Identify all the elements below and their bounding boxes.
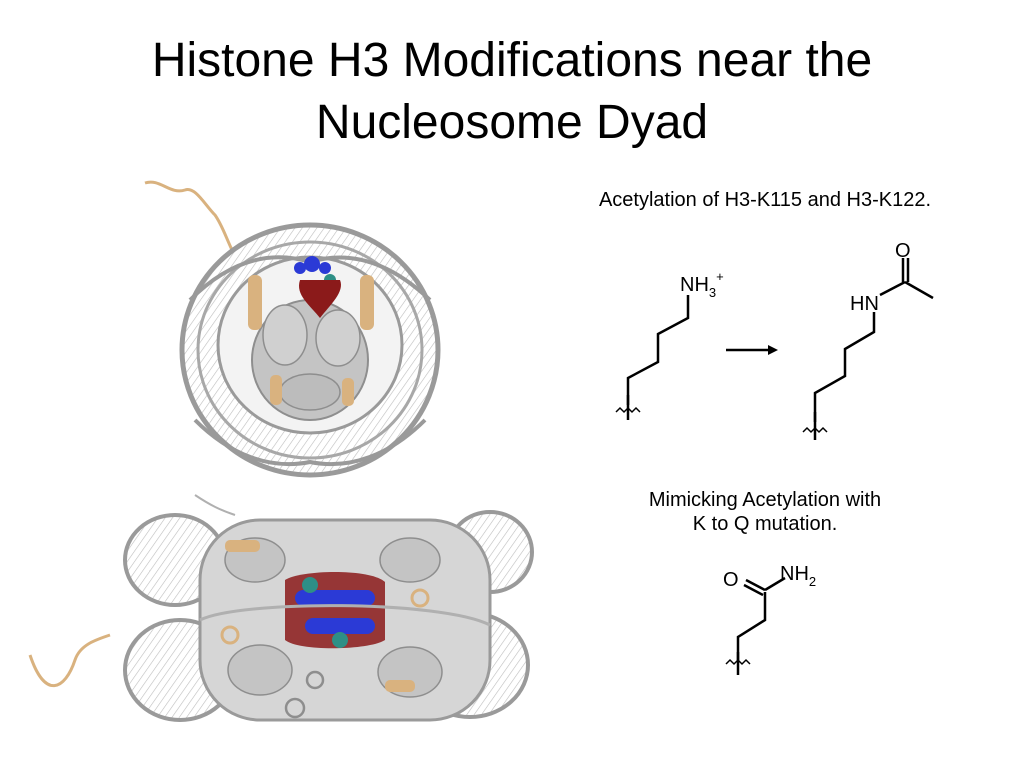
title-line-1: Histone H3 Modifications near the xyxy=(151,34,873,87)
mimic-caption: Mimicking Acetylation with K to Q mutati… xyxy=(590,488,940,536)
glutamine-nh2-label: NH2 xyxy=(780,563,816,589)
slide-title: Histone H3 Modifications near the Nucleo… xyxy=(0,30,1024,154)
nucleosome-side-view-image xyxy=(28,494,534,722)
acetylation-caption: Acetylation of H3-K115 and H3-K122. xyxy=(598,189,932,211)
acetylation-scheme xyxy=(615,258,934,675)
acetyl-hn-label: HN xyxy=(850,293,879,315)
nucleosome-top-view-image xyxy=(144,180,441,478)
glutamine-structure xyxy=(725,576,786,675)
mimic-caption-line-1: Mimicking Acetylation with xyxy=(648,489,882,511)
title-line-2: Nucleosome Dyad xyxy=(315,96,709,149)
mimic-caption-line-2: K to Q mutation. xyxy=(692,513,838,535)
acetyl-o-label: O xyxy=(895,240,911,262)
glutamine-o-label: O xyxy=(723,569,739,591)
reaction-arrow xyxy=(726,345,778,355)
lysine-structure xyxy=(615,295,690,420)
acetyl-lysine-structure xyxy=(802,258,934,440)
lysine-nh3-label: NH3+ xyxy=(680,269,724,300)
